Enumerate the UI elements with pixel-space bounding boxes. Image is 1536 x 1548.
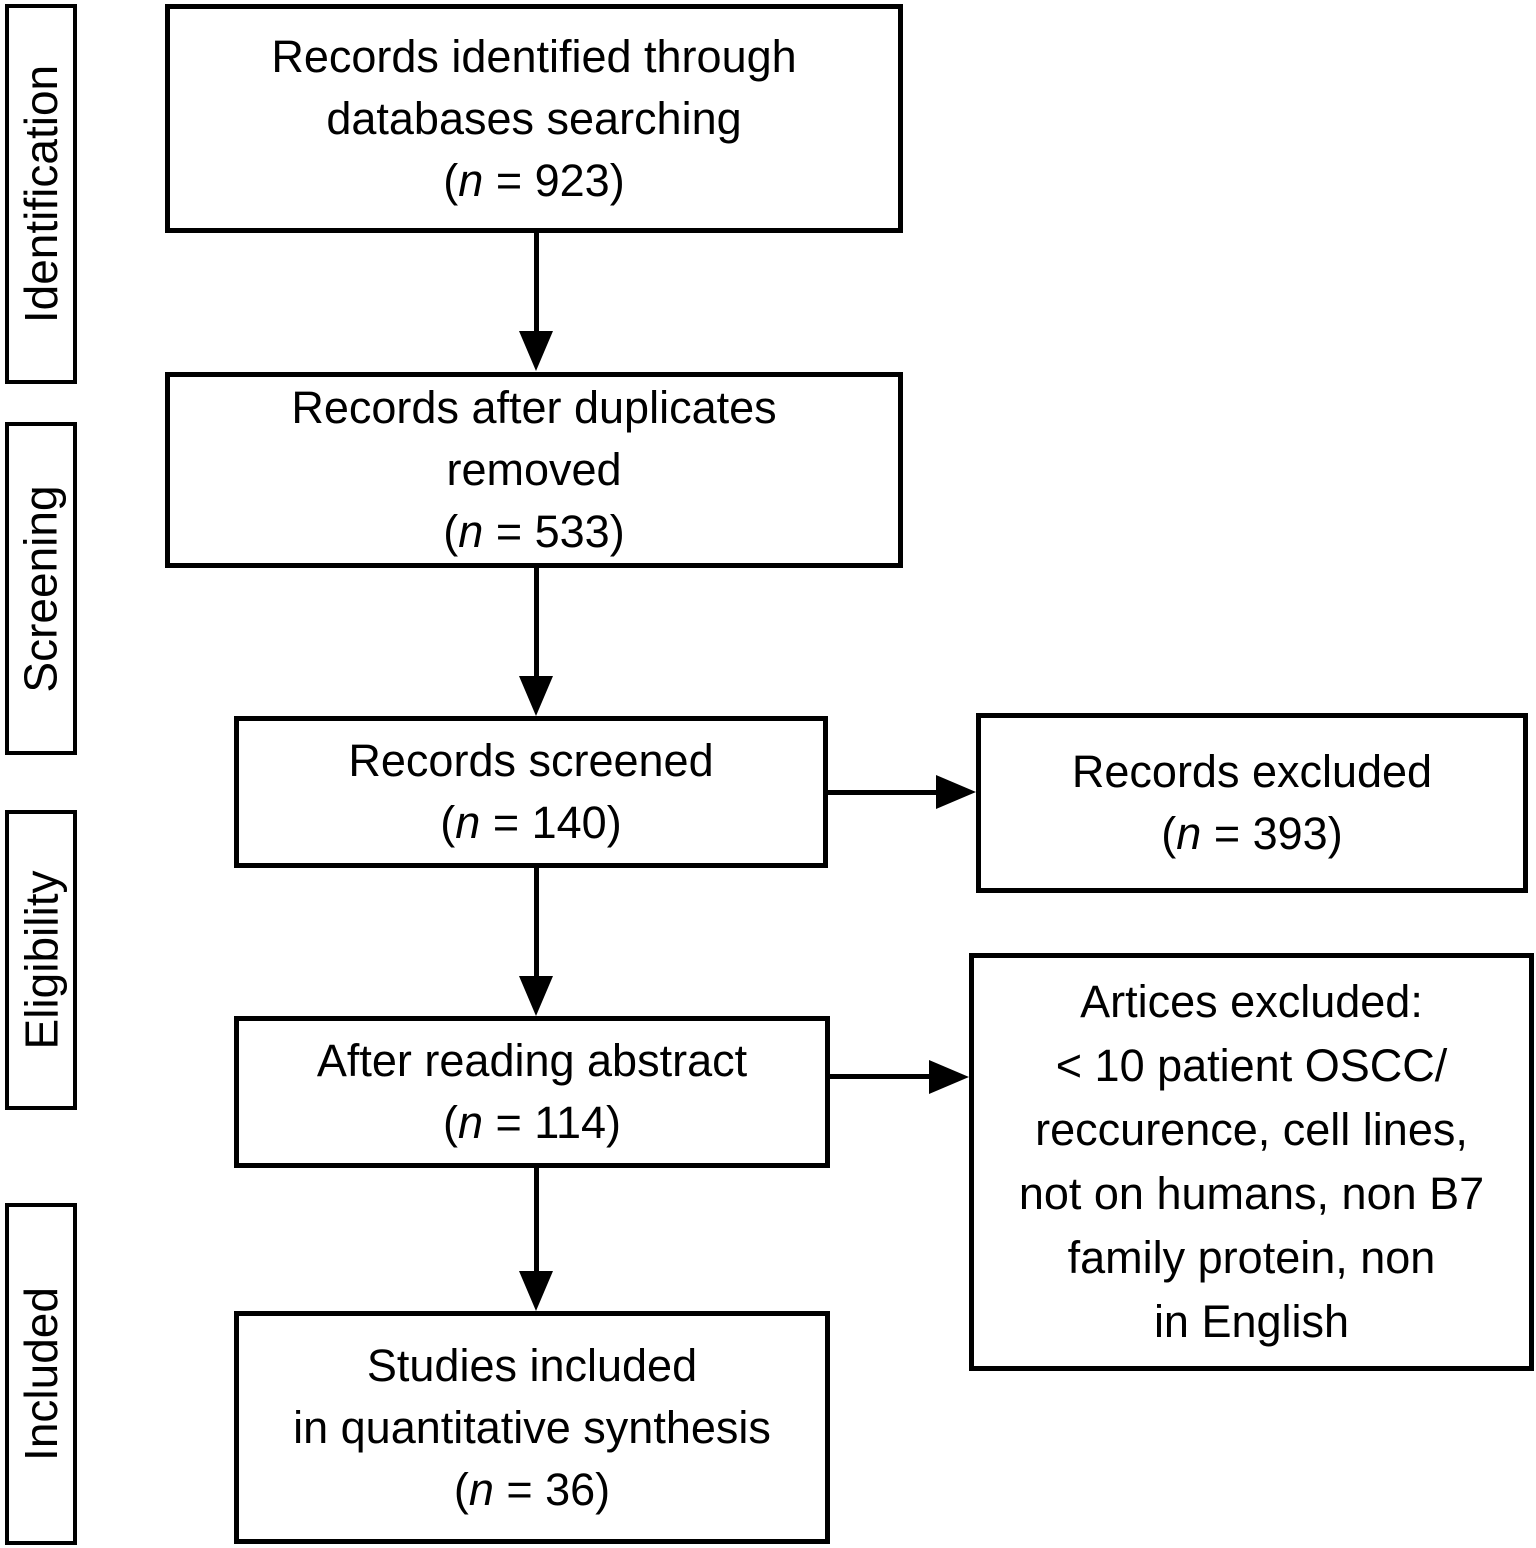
box-count-line: (n = 533) <box>443 506 625 557</box>
arrow-shaft <box>534 1168 539 1275</box>
box-duplicates-removed: Records after duplicates removed (n = 53… <box>165 372 903 568</box>
box-text-line: reccurence, cell lines, <box>1035 1104 1468 1155</box>
box-text-line: family protein, non <box>1067 1232 1436 1283</box>
box-count-line: (n = 114) <box>442 1097 622 1148</box>
box-records-screened: Records screened (n = 140) <box>234 716 828 868</box>
arrow-shaft <box>534 868 539 980</box>
arrow-shaft <box>828 790 938 795</box>
box-text-line: Records excluded <box>1071 746 1433 797</box>
stage-label-eligibility: Eligibility <box>5 810 77 1110</box>
stage-label-identification: Identification <box>5 4 77 384</box>
box-text-line: in quantitative synthesis <box>293 1401 771 1453</box>
arrow-head-icon <box>936 775 976 809</box>
box-count-line: (n = 36) <box>453 1463 611 1515</box>
box-text-line: in English <box>1153 1296 1350 1347</box>
box-text-line: < 10 patient OSCC/ <box>1055 1040 1448 1091</box>
box-count-line: (n = 393) <box>1161 808 1343 859</box>
arrow-head-icon <box>519 331 553 371</box>
box-after-reading-abstract: After reading abstract (n = 114) <box>234 1016 830 1168</box>
stage-label-text: Eligibility <box>15 870 68 1050</box>
box-text-line: databases searching <box>326 92 742 144</box>
arrow-head-icon <box>519 676 553 716</box>
arrow-head-icon <box>519 976 553 1016</box>
box-text-line: After reading abstract <box>316 1035 748 1086</box>
stage-label-included: Included <box>5 1203 77 1545</box>
arrow-shaft <box>830 1074 931 1079</box>
box-text-line: removed <box>446 444 622 495</box>
stage-label-screening: Screening <box>5 422 77 755</box>
arrow-shaft <box>534 233 539 335</box>
box-count-line: (n = 140) <box>440 797 622 848</box>
box-text-line: Records identified through <box>271 30 797 82</box>
stage-label-text: Screening <box>15 484 68 693</box>
box-count-line: (n = 923) <box>443 154 625 206</box>
box-text-line: Records after duplicates <box>291 382 777 433</box>
box-articles-excluded: Artices excluded: < 10 patient OSCC/ rec… <box>969 953 1534 1371</box>
box-text-line: Studies included <box>366 1339 698 1391</box>
arrow-shaft <box>534 568 539 680</box>
box-text-line: not on humans, non B7 <box>1018 1168 1485 1219</box>
box-text-line: Artices excluded: <box>1080 976 1423 1027</box>
stage-label-text: Identification <box>15 64 67 324</box>
arrow-head-icon <box>929 1060 969 1094</box>
box-text-line: Records screened <box>348 735 714 786</box>
arrow-head-icon <box>519 1271 553 1311</box>
stage-label-text: Included <box>15 1287 68 1461</box>
box-records-excluded: Records excluded (n = 393) <box>976 713 1528 893</box>
box-records-identified: Records identified through databases sea… <box>165 4 903 233</box>
box-studies-included: Studies included in quantitative synthes… <box>234 1311 830 1544</box>
